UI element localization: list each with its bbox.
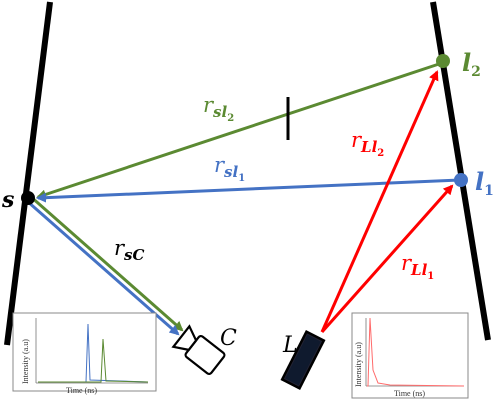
label-r-sl1: rsl1 <box>214 153 245 184</box>
point-l2 <box>436 54 450 68</box>
path-r-sl2 <box>36 61 443 200</box>
inset-left-green-peak <box>38 338 149 383</box>
inset-left-ylabel: Intensity (a.u) <box>21 339 30 384</box>
inset-right-red-peak <box>367 317 465 387</box>
point-s <box>21 191 35 205</box>
label-r-sc: rsC <box>114 236 144 264</box>
camera-icon <box>171 324 226 375</box>
point-l1 <box>454 173 468 187</box>
label-s: s <box>1 187 14 213</box>
path-r-ll2 <box>320 70 439 333</box>
path-r-sl1 <box>36 178 461 203</box>
inset-right-xlabel: Time (ns) <box>394 389 425 398</box>
path-r-sc-green <box>29 194 184 332</box>
label-L: L <box>282 333 298 358</box>
laser-device <box>280 330 326 390</box>
left-wall <box>4 1 53 346</box>
label-r-ll2: rLl2 <box>351 128 384 159</box>
label-r-ll1: rLl1 <box>401 251 434 282</box>
inset-plot-left: Intensity (a.u) Time (ns) <box>12 312 157 395</box>
inset-right-ylabel: Intensity (a.u) <box>354 342 363 387</box>
inset-left-xlabel: Time (ns) <box>66 386 97 395</box>
label-l1: l1 <box>475 167 494 199</box>
path-r-ll1 <box>320 184 454 333</box>
label-C: C <box>220 326 237 351</box>
label-l2: l2 <box>462 48 481 80</box>
label-r-sl2: rsl2 <box>203 93 234 124</box>
inset-plot-right: Intensity (a.u) Time (ns) <box>351 312 469 399</box>
path-r-sc-blue <box>26 199 180 336</box>
